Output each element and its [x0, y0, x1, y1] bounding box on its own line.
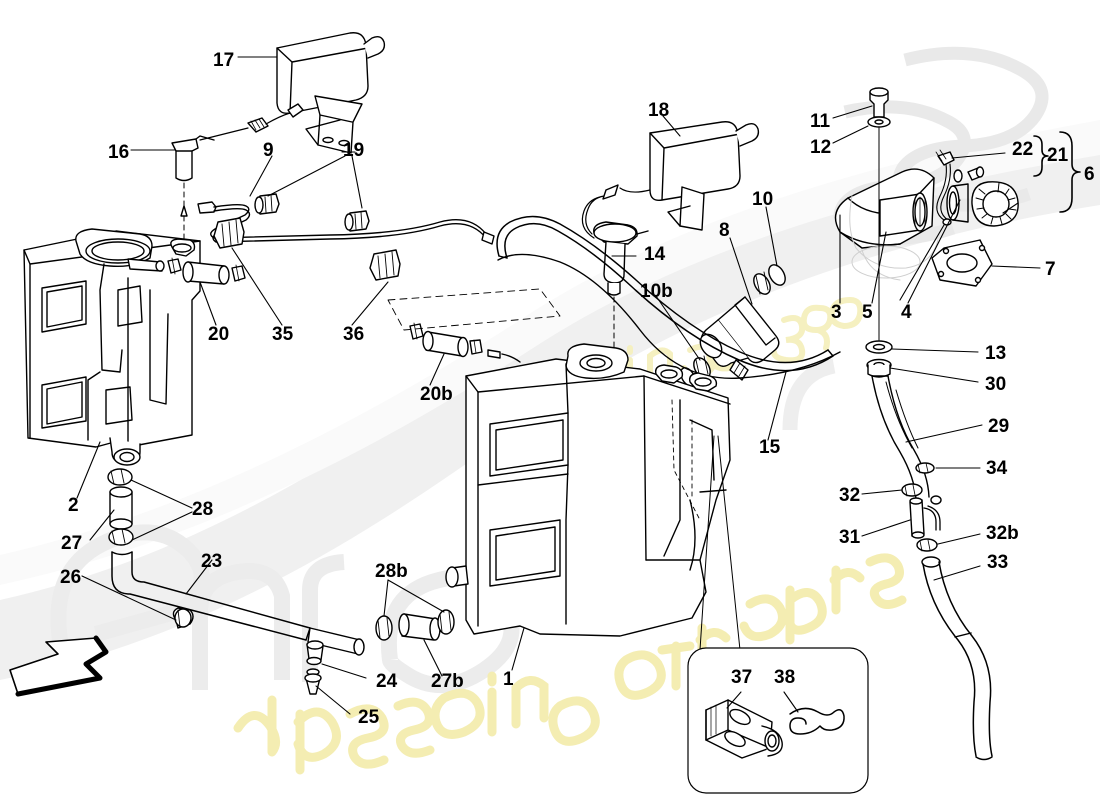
callout-20-centre: 20b [420, 384, 453, 405]
part-27-sleeve-right [398, 613, 441, 641]
callout-7: 7 [1045, 259, 1056, 280]
callout-34: 34 [986, 458, 1008, 479]
watermark-layer [0, 46, 1100, 775]
part-9-tube [197, 201, 495, 245]
part-10-clamp-upper [753, 264, 786, 295]
part-18-control-unit [649, 121, 760, 231]
part-32-clamp-lower [916, 538, 938, 552]
callout-14: 14 [644, 244, 666, 265]
part-12-washer [867, 116, 891, 128]
callout-32-lower: 32b [986, 523, 1019, 544]
callout-1: 1 [503, 669, 514, 690]
filler-neck-assembly [834, 149, 1019, 287]
part-25-fastener [304, 668, 322, 695]
part-15-hose-lower [497, 253, 841, 379]
part-32-clamp-upper [901, 483, 923, 497]
callout-21: 21 [1047, 145, 1069, 166]
part-14-pump [593, 221, 649, 296]
callout-36: 36 [343, 324, 365, 345]
callout-20-left: 20 [208, 324, 230, 345]
leader-lines [76, 56, 1041, 715]
part-15-hose [496, 215, 834, 372]
callout-15: 15 [759, 437, 781, 458]
callout-28-right: 28b [375, 561, 408, 582]
callout-9: 9 [263, 140, 274, 161]
callout-31: 31 [839, 527, 861, 548]
callout-28-left: 28 [192, 499, 214, 520]
reference-outline [387, 288, 561, 331]
callout-4: 4 [901, 302, 912, 323]
callout-29: 29 [988, 416, 1010, 437]
callout-6: 6 [1084, 164, 1095, 185]
callout-22: 22 [1012, 139, 1034, 160]
part-33-drain-hose [921, 556, 993, 761]
part-1-fuel-tank [445, 343, 731, 637]
callout-10-lower: 10b [640, 281, 673, 302]
part-36-retainer [369, 249, 401, 281]
group-brackets [1033, 131, 1081, 213]
part-17-module [276, 32, 386, 154]
callout-10-upper: 10 [752, 189, 774, 210]
part-20-connector-centre [409, 322, 521, 363]
callout-38: 38 [774, 667, 796, 688]
callout-27-right: 27b [431, 671, 464, 692]
part-28-clamp-left-a [107, 468, 133, 486]
callout-35: 35 [272, 324, 294, 345]
callout-3: 3 [831, 302, 842, 323]
callout-32-upper: 32 [839, 485, 861, 506]
callout-2: 2 [68, 495, 79, 516]
callout-11: 11 [810, 111, 831, 132]
part-19-clips [254, 193, 370, 232]
callout-37: 37 [731, 667, 753, 688]
callout-5: 5 [862, 302, 873, 323]
callout-18: 18 [648, 100, 670, 121]
detail-inset-box [687, 647, 869, 794]
part-13-washer [865, 340, 893, 354]
callout-19: 19 [343, 140, 365, 161]
parts-line-art [9, 32, 1081, 794]
callout-33: 33 [987, 552, 1009, 573]
callout-13: 13 [985, 343, 1007, 364]
part-24-nut [306, 640, 324, 666]
callout-26: 26 [60, 567, 82, 588]
part-28-clamp-right-a [375, 615, 393, 641]
part-20-connector-left [127, 257, 246, 285]
callout-12: 12 [810, 137, 832, 158]
callout-16: 16 [108, 142, 130, 163]
part-28-clamp-left-b [108, 528, 134, 546]
callout-23: 23 [201, 551, 223, 572]
callout-30: 30 [985, 374, 1007, 395]
callout-24: 24 [376, 671, 398, 692]
callout-8: 8 [719, 220, 730, 241]
callout-17: 17 [213, 50, 235, 71]
part-2-washer-reservoir [23, 228, 201, 466]
part-30-grommet [866, 358, 892, 378]
part-31-union [909, 495, 942, 539]
callout-27-left: 27 [61, 533, 83, 554]
part-28-clamp-right-b [437, 609, 455, 635]
part-16-nozzle [171, 103, 304, 182]
part-29-hoses [871, 375, 930, 501]
part-27-sleeve-left [109, 486, 133, 530]
forward-direction-arrow [9, 635, 109, 697]
part-35-retainer [213, 217, 245, 249]
cable-18-to-14 [581, 184, 651, 239]
callout-25: 25 [358, 707, 380, 728]
part-23-pipe [111, 551, 365, 656]
part-34-clamp [915, 462, 935, 474]
